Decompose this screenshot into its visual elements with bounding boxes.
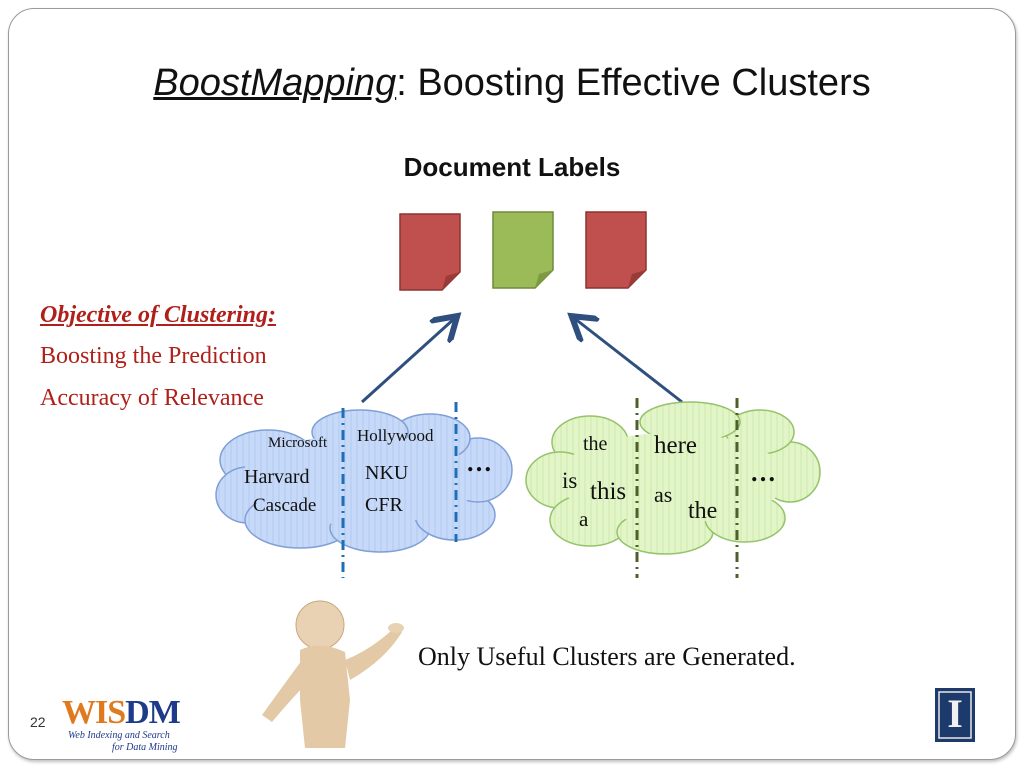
logo-dm: DM bbox=[125, 694, 181, 731]
word-is: is bbox=[562, 468, 578, 493]
word-cfr: CFR bbox=[365, 494, 403, 516]
objective-line-2: Accuracy of Relevance bbox=[40, 385, 264, 411]
word-here: here bbox=[654, 432, 698, 459]
word-the-1: the bbox=[583, 433, 608, 455]
slide-number: 22 bbox=[30, 714, 46, 730]
cluster-cloud-left bbox=[215, 409, 513, 553]
objective-heading: Objective of Clustering: bbox=[40, 302, 276, 328]
word-this: this bbox=[590, 478, 627, 505]
logo-subtitle-1: Web Indexing and Search bbox=[68, 730, 170, 741]
wisdm-logo: WISDM bbox=[62, 694, 181, 732]
ellipsis-left: … bbox=[466, 448, 492, 477]
useful-clusters-caption: Only Useful Clusters are Generated. bbox=[418, 642, 796, 671]
arrow-left-cluster bbox=[360, 318, 455, 404]
word-a: a bbox=[579, 507, 589, 531]
presenter-figure-icon bbox=[262, 600, 404, 748]
word-hollywood: Hollywood bbox=[357, 426, 434, 445]
objective-line-1: Boosting the Prediction bbox=[40, 343, 267, 369]
document-label-red-1 bbox=[399, 213, 461, 291]
logo-subtitle-2: for Data Mining bbox=[112, 742, 178, 753]
word-nku: NKU bbox=[365, 462, 409, 484]
logo-wis: WIS bbox=[62, 694, 126, 731]
cluster-cloud-right bbox=[525, 401, 821, 555]
word-the-2: the bbox=[688, 498, 718, 524]
university-logo-letter: I bbox=[947, 691, 963, 736]
word-as: as bbox=[654, 482, 673, 507]
title-emphasis: BoostMapping bbox=[153, 62, 397, 104]
word-cascade: Cascade bbox=[253, 495, 317, 516]
slide-title: BoostMapping: Boosting Effective Cluster… bbox=[0, 62, 1024, 105]
document-labels-heading: Document Labels bbox=[403, 152, 621, 182]
university-logo-icon bbox=[935, 688, 975, 742]
slide-frame bbox=[8, 8, 1016, 760]
arrow-right-cluster bbox=[574, 318, 683, 404]
word-microsoft: Microsoft bbox=[268, 435, 328, 451]
title-rest: : Boosting Effective Clusters bbox=[396, 62, 871, 104]
document-label-red-2 bbox=[585, 211, 647, 289]
word-harvard: Harvard bbox=[244, 466, 310, 488]
document-label-green bbox=[492, 211, 554, 289]
ellipsis-right: … bbox=[750, 458, 776, 487]
